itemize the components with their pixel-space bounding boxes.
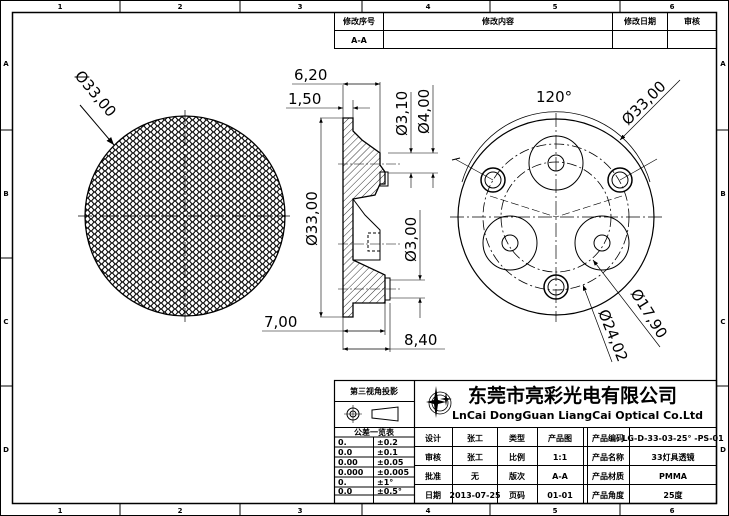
col-label: 3 (298, 3, 303, 11)
product-value: PMMA (659, 472, 688, 481)
title-block: 第三视角投影 公差一览表 0. ±0.2 0.0 ±0.1 0.00 ±0.05… (333, 379, 724, 505)
field-label: 日期 (425, 490, 441, 500)
col-label: 6 (670, 507, 675, 515)
tolerance-value: ±0.5° (377, 487, 402, 496)
revision-header: 审核 (684, 16, 700, 26)
row-label: D (720, 446, 726, 454)
row-label: A (720, 60, 726, 68)
field-label: 批准 (425, 471, 441, 481)
company-name-cn: 东莞市亮彩光电有限公司 (468, 384, 677, 407)
field-label: 审核 (425, 452, 441, 462)
dim-hole-small: Ø3,10 (393, 91, 411, 136)
front-view: Ø33,00 (71, 67, 292, 322)
field-value: 无 (470, 472, 479, 481)
product-label: 产品名称 (592, 452, 624, 462)
tolerance-value: ±0.05 (377, 458, 404, 467)
tolerance-format: 0. (338, 438, 347, 447)
product-label: 产品编码 (592, 433, 624, 443)
back-view: 120° Ø33,00 Ø17,90 Ø24,02 (450, 77, 681, 365)
field-value: 产品图 (548, 433, 572, 443)
third-angle-projection-icon (344, 405, 399, 423)
tolerance-format: 0.0 (338, 448, 353, 457)
company-name-en: LnCai DongGuan LiangCai Optical Co.Ltd (452, 409, 703, 422)
tolerance-value: ±0.005 (377, 468, 409, 477)
revision-header: 修改日期 (623, 16, 656, 26)
dim-back-diameter: Ø33,00 (618, 77, 669, 128)
tolerance-title: 公差一览表 (354, 427, 395, 437)
row-label: B (3, 190, 8, 198)
product-value: 33灯具透镜 (651, 452, 694, 462)
product-value: LG-D-33-03-25° -PS-01 (622, 434, 724, 443)
row-label: D (3, 446, 9, 454)
row-label: A (3, 60, 9, 68)
dim-lens-hole: Ø3,00 (402, 217, 420, 262)
dim-pcd-screw: Ø24,02 (594, 307, 631, 365)
col-label: 2 (178, 3, 183, 11)
tolerance-format: 0.0 (338, 487, 353, 496)
tolerance-value: ±0.1 (377, 448, 398, 457)
dim-angle: 120° (536, 88, 572, 106)
field-value: 张工 (467, 434, 483, 443)
col-label: 1 (58, 507, 63, 515)
dim-total-thickness: 6,20 (294, 66, 327, 84)
row-label: C (3, 318, 8, 326)
col-label: 1 (58, 3, 63, 11)
field-label: 设计 (425, 433, 441, 443)
tolerance-format: 0.00 (338, 458, 358, 467)
dim-front-diameter: Ø33,00 (71, 67, 120, 121)
col-label: 6 (670, 3, 675, 11)
revision-header: 修改内容 (481, 16, 514, 26)
row-label: B (720, 190, 725, 198)
field-label: 比例 (509, 452, 525, 462)
col-label: 5 (553, 3, 558, 11)
revision-number: A-A (351, 36, 368, 45)
company-logo (426, 386, 452, 418)
product-value: 25度 (663, 490, 683, 500)
frame-labels: 1 2 3 4 5 6 1 2 3 4 5 6 A B C D A B C D (3, 3, 726, 515)
field-label: 版次 (508, 471, 525, 481)
dim-pcd-lens: Ø17,90 (627, 286, 671, 342)
col-label: 5 (553, 507, 558, 515)
col-label: 4 (426, 3, 431, 11)
field-value: 1:1 (553, 453, 568, 462)
row-label: C (720, 318, 725, 326)
tolerance-value: ±0.2 (377, 438, 398, 447)
product-label: 产品角度 (592, 490, 625, 500)
field-value: 张工 (467, 453, 483, 462)
col-label: 4 (426, 507, 431, 515)
tolerance-format: 0. (338, 478, 347, 487)
col-label: 3 (298, 507, 303, 515)
field-value: A-A (552, 472, 569, 481)
revision-header: 修改序号 (342, 16, 375, 26)
projection-title: 第三视角投影 (350, 386, 398, 396)
field-value: 2013-07-25 (449, 491, 501, 500)
field-value: 01-01 (547, 491, 573, 500)
dim-plate-thickness: 1,50 (288, 90, 321, 108)
field-label: 页码 (509, 491, 525, 500)
col-label: 2 (178, 507, 183, 515)
dim-section-diameter: Ø33,00 (303, 191, 321, 246)
tolerance-format: 0.000 (338, 468, 364, 477)
field-label: 类型 (509, 433, 525, 443)
tolerance-value: ±1° (377, 478, 393, 487)
dim-depth-a: 7,00 (264, 313, 297, 331)
section-view: 6,20 1,50 Ø3,10 Ø4,00 Ø33,00 Ø3,00 7,00 … (262, 66, 445, 352)
revision-table: 修改序号 修改内容 修改日期 审核 A-A (334, 12, 717, 49)
dim-depth-b: 8,40 (404, 331, 437, 349)
product-label: 产品材质 (592, 471, 624, 481)
dim-hole-large: Ø4,00 (415, 89, 433, 134)
